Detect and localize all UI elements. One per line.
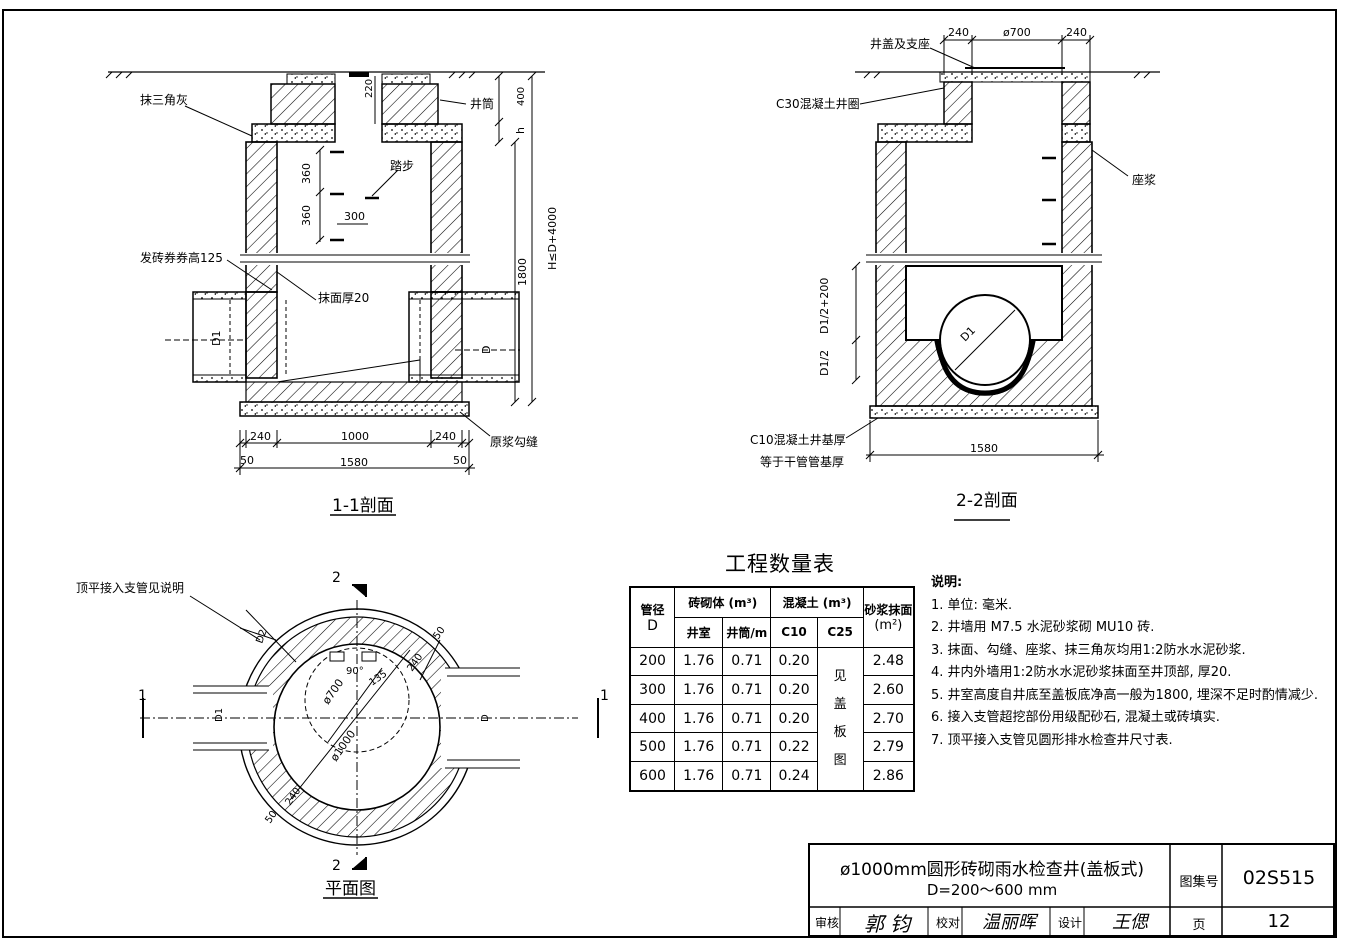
- dim-700-2: ø700: [1003, 26, 1031, 39]
- design-label: 设计: [1057, 916, 1082, 930]
- dim-1580-2: 1580: [970, 442, 998, 455]
- dim-d1-pipe: D1: [210, 331, 223, 346]
- check-signature: 温丽晖: [982, 912, 1036, 933]
- table-header-shaft: 井筒/m: [722, 616, 772, 648]
- dim-1580: 1580: [340, 456, 368, 469]
- dim-240-left: 240: [250, 430, 271, 443]
- section-1-1: [105, 71, 545, 516]
- label-triangle-mortar: 抹三角灰: [140, 93, 188, 107]
- table-title: 工程数量表: [725, 552, 835, 576]
- notes: 说明: 1. 单位: 毫米. 2. 井墙用 M7.5 水泥砂浆砌 MU10 砖.…: [931, 572, 1331, 752]
- note-item: 7. 顶平接入支管见圆形排水检查井尺寸表.: [931, 732, 1173, 748]
- note-item: 2. 井墙用 M7.5 水泥砂浆砌 MU10 砖.: [931, 620, 1155, 635]
- label-branch-note: 顶平接入支管见说明: [76, 580, 184, 595]
- note-item: 4. 井内外墙用1:2防水水泥砂浆抹面至井顶部, 厚20.: [931, 665, 1232, 680]
- page-label: 页: [1192, 918, 1206, 933]
- plan-view: [140, 584, 599, 899]
- label-cover-seat: 井盖及支座: [870, 36, 930, 51]
- label-c10-base: C10混凝土井基厚: [750, 432, 846, 447]
- label-brick-arch: 发砖券券高125: [140, 250, 223, 265]
- dim-d1-plan: D1: [214, 708, 225, 722]
- label-step: 踏步: [390, 159, 414, 173]
- label-c30-ring: C30混凝土井圈: [776, 96, 860, 111]
- label-original-slurry: 原浆勾缝: [490, 434, 538, 449]
- dim-240-2a: 240: [948, 26, 969, 39]
- title-section-1-1: 1-1剖面: [332, 496, 394, 516]
- dim-1000: 1000: [341, 430, 369, 443]
- table-header-c10: C10: [770, 616, 818, 648]
- note-item: 1. 单位: 毫米.: [931, 597, 1013, 613]
- dim-hkd: H≤D+4000: [546, 207, 559, 270]
- atlas-label: 图集号: [1179, 875, 1219, 890]
- note-item: 5. 井室高度自井底至盖板底净高一般为1800, 埋深不足时酌情减少.: [931, 687, 1319, 703]
- dim-240-2b: 240: [1066, 26, 1087, 39]
- title-block: ø1000mm圆形砖砌雨水检查井(盖板式) D=200～600 mm 图集号 0…: [808, 843, 1335, 937]
- check-label: 校对: [935, 916, 960, 930]
- section-2-2: [845, 35, 1160, 521]
- note-item: 3. 抹面、勾缝、座浆、抹三角灰均用1:2防水水泥砂浆.: [931, 642, 1246, 658]
- c25-note: 见盖板图: [816, 646, 864, 792]
- table-header-room: 井室: [674, 616, 724, 648]
- dim-d1-half: D1/2: [818, 350, 831, 376]
- review-label: 审核: [814, 916, 839, 930]
- title-section-2-2: 2-2剖面: [956, 491, 1018, 511]
- dim-220: 220: [364, 79, 375, 98]
- marker-1-left: 1: [138, 688, 147, 704]
- drawing-title-line2: D=200～600 mm: [926, 881, 1058, 899]
- dim-50-left: 50: [240, 454, 254, 467]
- label-shaft: 井筒: [470, 96, 494, 111]
- atlas-number: 02S515: [1242, 867, 1316, 889]
- design-signature: 王偲: [1112, 912, 1148, 933]
- dim-1800: 1800: [516, 258, 529, 286]
- table-header-c25: C25: [816, 616, 864, 648]
- dim-d-pipe: D: [480, 346, 493, 354]
- label-plaster: 抹面厚20: [318, 291, 369, 305]
- dim-50-right: 50: [453, 454, 467, 467]
- dim-d1-half-200: D1/2+200: [818, 278, 831, 334]
- title-plan: 平面图: [325, 879, 376, 899]
- dim-50-plan-a: 50: [431, 625, 447, 642]
- table-header-concrete: 混凝土 (m³): [770, 586, 864, 618]
- drawing-title-line1: ø1000mm圆形砖砌雨水检查井(盖板式): [839, 860, 1145, 880]
- page-number: 12: [1267, 911, 1291, 932]
- review-signature: 郭 钧: [863, 912, 911, 936]
- dim-240-right: 240: [435, 430, 456, 443]
- dim-50-plan-b: 50: [263, 809, 279, 826]
- marker-2-top: 2: [332, 570, 341, 586]
- label-seat-slurry: 座浆: [1132, 172, 1156, 187]
- marker-1-right: 1: [600, 688, 609, 704]
- sheet-border: [2, 9, 1337, 938]
- notes-heading: 说明:: [931, 575, 963, 590]
- marker-2-bottom: 2: [332, 858, 341, 874]
- dim-300: 300: [344, 210, 365, 223]
- note-item: 6. 接入支管超挖部份用级配砂石, 混凝土或砖填实.: [931, 710, 1220, 725]
- dim-d-plan: D: [480, 714, 491, 722]
- dim-90deg: 90°: [346, 666, 364, 677]
- label-c10-base2: 等于干管管基厚: [760, 454, 844, 469]
- table-header-brick: 砖砌体 (m³): [674, 586, 772, 618]
- table-header-mortar: 砂浆抹面(m²): [862, 586, 915, 648]
- title-block-lines: [808, 843, 1335, 937]
- dim-360-b: 360: [300, 205, 313, 226]
- dim-360-a: 360: [300, 163, 313, 184]
- dim-400: 400: [516, 87, 527, 106]
- dim-h: h: [514, 127, 527, 134]
- dim-d2-plan: D2: [254, 628, 269, 645]
